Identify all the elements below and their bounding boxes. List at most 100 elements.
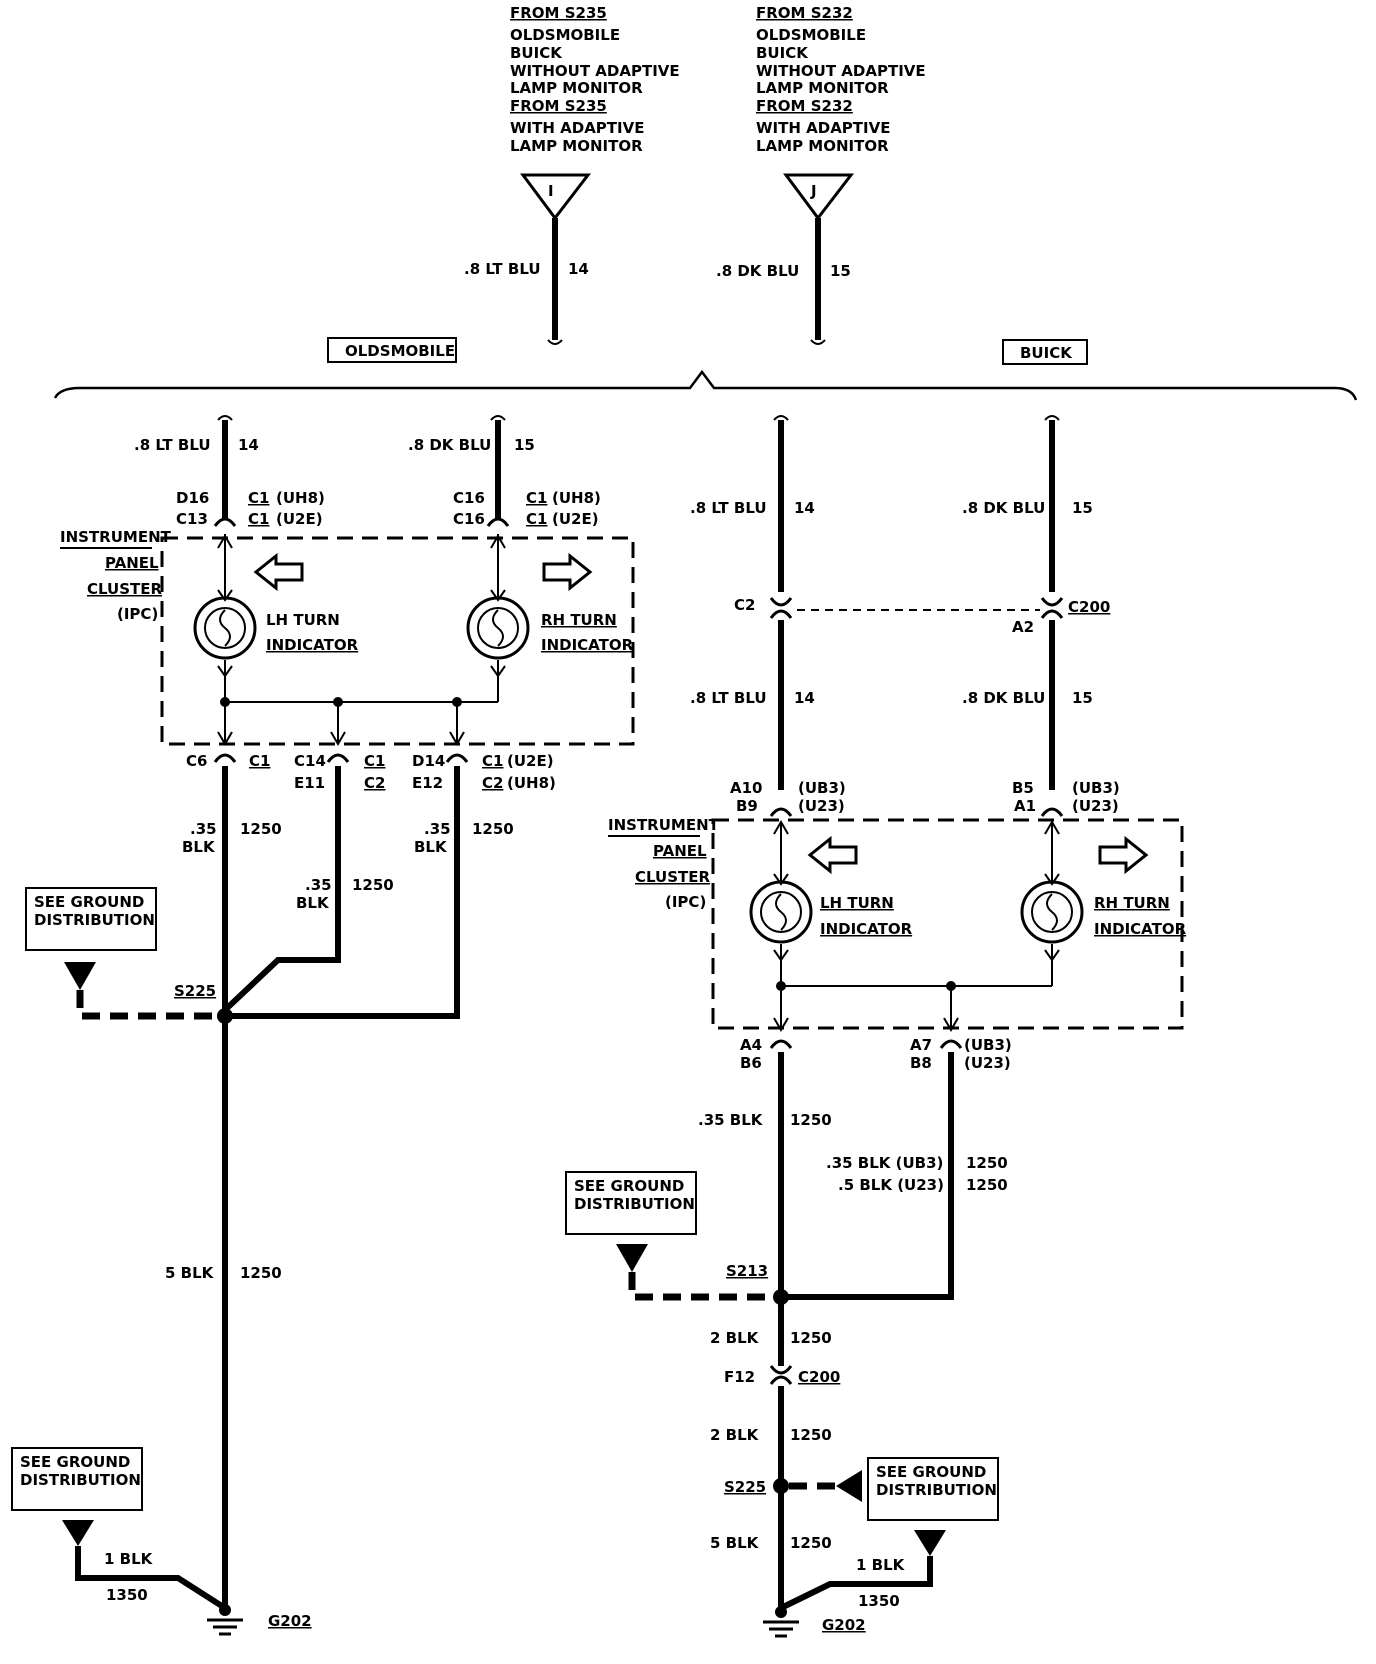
buick-w1-ckt: 1250	[790, 1111, 832, 1129]
olds-w1-ckt: 1250	[240, 820, 282, 838]
olds-c1-bot-a: C1	[249, 752, 270, 770]
olds-lh-label1: LH TURN	[266, 611, 340, 629]
source-j-line-6: FROM S232	[756, 97, 853, 115]
buick-w2-color-a: .35 BLK (UB3)	[826, 1154, 943, 1172]
olds-u2e-c: (U2E)	[507, 752, 554, 770]
olds-5blk-color: 5 BLK	[165, 1264, 215, 1282]
olds-w3-color: BLK	[414, 838, 448, 856]
buick-c2: C2	[734, 596, 755, 614]
olds-pin-c14: C14	[294, 752, 326, 770]
buick-ground-label: G202	[822, 1616, 866, 1634]
olds-ground-dist-2-icon	[62, 1520, 94, 1546]
olds-ground-label: G202	[268, 1612, 312, 1630]
buick-14-ckt-b: 14	[794, 689, 815, 707]
olds-5blk-ckt: 1250	[240, 1264, 282, 1282]
buick-pin-b6: B6	[740, 1054, 762, 1072]
buick-ipc-line1: INSTRUMENT	[608, 816, 720, 834]
buick-ground-dist-3-icon	[914, 1530, 946, 1556]
olds-pin-e12: E12	[412, 774, 443, 792]
source-j-line-2: OLDSMOBILE	[756, 26, 866, 44]
source-i-line-2: OLDSMOBILE	[510, 26, 620, 44]
buick-gd2-line1: SEE GROUND	[876, 1463, 986, 1481]
olds-w2-ckt: 1250	[352, 876, 394, 894]
olds-gd1-line2: DISTRIBUTION	[34, 911, 155, 929]
olds-c1-top-a: C1	[248, 489, 269, 507]
olds-gd2-line2: DISTRIBUTION	[20, 1471, 141, 1489]
connector-i-symbol: I	[520, 173, 592, 221]
buick-pin-b9: B9	[736, 797, 758, 815]
olds-gd2-line1: SEE GROUND	[20, 1453, 130, 1471]
buick-pin-b8: B8	[910, 1054, 932, 1072]
olds-w2-color: BLK	[296, 894, 330, 912]
source-j-line-3: BUICK	[756, 44, 809, 62]
src-j-wire-color: .8 DK BLU	[716, 262, 799, 280]
buick-14-color-b: .8 LT BLU	[690, 689, 767, 707]
olds-ipc-line3: CLUSTER	[87, 580, 162, 598]
src-i-ckt: 14	[568, 260, 589, 278]
olds-pin-c13: C13	[176, 510, 208, 528]
buick-lh-label2: INDICATOR	[820, 920, 913, 938]
buick-c200: C200	[1068, 598, 1110, 616]
buick-gd1-line1: SEE GROUND	[574, 1177, 684, 1195]
olds-w2-gauge: .35	[305, 876, 332, 894]
buick-14-color-a: .8 LT BLU	[690, 499, 767, 517]
connector-j-symbol: J	[783, 173, 855, 221]
olds-u2e-b: (U2E)	[552, 510, 599, 528]
olds-u2e-a: (U2E)	[276, 510, 323, 528]
olds-uh8-c: (UH8)	[507, 774, 556, 792]
buick-15-ckt-b: 15	[1072, 689, 1093, 707]
buick-ground-dist-box-2	[867, 1457, 999, 1521]
buick-rh-label2: INDICATOR	[1094, 920, 1187, 938]
olds-14-color: .8 LT BLU	[134, 436, 211, 454]
olds-pin-c16b: C16	[453, 510, 485, 528]
oldsmobile-label-box	[327, 337, 457, 363]
buick-w2-ckt-a: 1250	[966, 1154, 1008, 1172]
olds-w1-color: BLK	[182, 838, 216, 856]
buick-1blk: 1 BLK	[856, 1556, 906, 1574]
olds-c1-top-b: C1	[248, 510, 269, 528]
source-i-line-8: LAMP MONITOR	[510, 137, 643, 155]
section-brace	[53, 369, 1358, 401]
olds-rh-label2: INDICATOR	[541, 636, 634, 654]
source-j-line-1: FROM S232	[756, 4, 853, 22]
olds-14-ckt: 14	[238, 436, 259, 454]
olds-pin-c6: C6	[186, 752, 207, 770]
olds-c1-top-d: C1	[526, 510, 547, 528]
buick-2blk-a-ckt: 1250	[790, 1329, 832, 1347]
olds-ipc-line4: (IPC)	[117, 605, 158, 623]
buick-section-label: BUICK	[1020, 344, 1073, 362]
buick-splice-s225	[773, 1478, 789, 1494]
olds-splice-s225	[217, 1008, 233, 1024]
source-j-line-7: WITH ADAPTIVE	[756, 119, 890, 137]
olds-uh8-b: (UH8)	[552, 489, 601, 507]
olds-15-color: .8 DK BLU	[408, 436, 491, 454]
olds-right-arrow-icon	[542, 552, 593, 592]
buick-5blk: 5 BLK	[710, 1534, 760, 1552]
buick-15-ckt-a: 15	[1072, 499, 1093, 517]
olds-lh-label2: INDICATOR	[266, 636, 359, 654]
buick-ipc-line3: CLUSTER	[635, 868, 710, 886]
source-j-line-5: LAMP MONITOR	[756, 79, 889, 97]
olds-ipc-box	[160, 536, 635, 746]
buick-splice2-label: S225	[724, 1478, 766, 1496]
connector-i-letter: I	[548, 182, 554, 200]
olds-ground-icon	[207, 1604, 243, 1636]
buick-rh-label1: RH TURN	[1094, 894, 1170, 912]
buick-gd2-line2: DISTRIBUTION	[876, 1481, 997, 1499]
buick-label-box	[1002, 339, 1088, 365]
source-i-line-5: LAMP MONITOR	[510, 79, 643, 97]
olds-splice-label: S225	[174, 982, 216, 1000]
buick-ground-dist-1-icon	[616, 1244, 648, 1272]
olds-left-arrow-icon	[253, 552, 304, 592]
buick-w2-ckt-b: 1250	[966, 1176, 1008, 1194]
olds-ipc-line1: INSTRUMENT	[60, 528, 172, 546]
olds-c1-bot-c: C1	[482, 752, 503, 770]
olds-15-ckt: 15	[514, 436, 535, 454]
buick-pin-a4: A4	[740, 1036, 762, 1054]
buick-2blk-b-ckt: 1250	[790, 1426, 832, 1444]
buick-a2: A2	[1012, 618, 1034, 636]
olds-c1-bot-b: C1	[364, 752, 385, 770]
buick-gd1-line2: DISTRIBUTION	[574, 1195, 695, 1213]
src-j-ckt: 15	[830, 262, 851, 280]
buick-ub3-a: (UB3)	[798, 779, 846, 797]
